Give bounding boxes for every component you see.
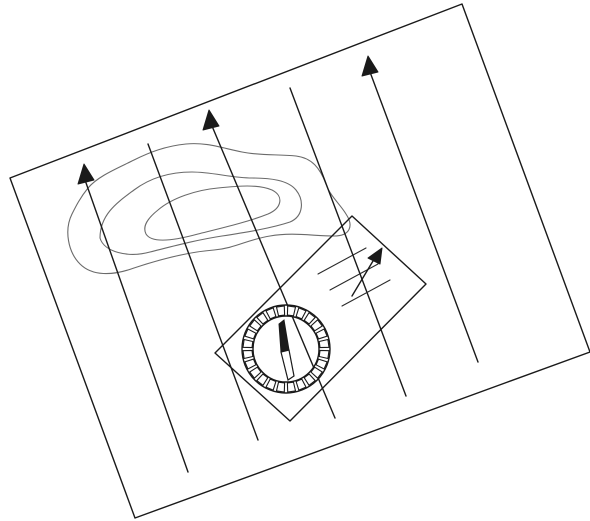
direction-of-travel-arrow-icon <box>351 247 383 297</box>
compass-bezel-segment <box>242 349 254 360</box>
compass-bezel-segment <box>303 311 317 325</box>
direction-line-3 <box>341 279 391 307</box>
compass-bezel-segment <box>248 366 262 380</box>
meridian-arrowhead-5 <box>361 55 379 77</box>
compass-bezel-segment <box>295 378 307 391</box>
direction-line-2 <box>329 263 379 291</box>
compass-bezel-segment <box>286 305 297 317</box>
compass-bezel-segment <box>286 381 297 393</box>
meridian-arrowhead-3 <box>202 109 220 131</box>
compass-bezel-segment <box>244 328 257 340</box>
compass-bezel-segment <box>310 366 324 380</box>
meridian-line-2 <box>147 143 259 441</box>
compass-bezel-segment <box>310 318 324 332</box>
direction-line-1 <box>317 247 367 275</box>
compass-bezel-segment <box>244 358 257 370</box>
compass-bezel-segment <box>318 338 330 349</box>
compass-dial <box>241 304 331 394</box>
compass-bezel-segment <box>255 311 269 325</box>
compass-bezel-outer <box>241 304 331 394</box>
contour-lines <box>67 143 351 275</box>
meridian-line-5 <box>369 71 479 363</box>
map-sheet-outline <box>9 3 590 519</box>
compass-bezel-segment <box>315 328 328 340</box>
contour-line-outer <box>67 143 351 275</box>
compass-bezel-segment <box>255 373 269 387</box>
compass-bezel-segment <box>303 373 317 387</box>
compass-bezel-segment <box>265 307 277 320</box>
meridian-arrowhead-1 <box>77 163 95 185</box>
compass-bezel-segment <box>315 358 328 370</box>
compass-bezel-ticks <box>242 305 330 393</box>
compass-bezel-segment <box>318 349 330 360</box>
compass-bezel-segment <box>248 318 262 332</box>
compass-bezel-segment <box>295 307 307 320</box>
contour-line-inner <box>144 185 281 241</box>
meridian-line-4 <box>289 87 407 397</box>
compass-bezel-segment <box>242 338 254 349</box>
contour-line-middle <box>99 171 302 255</box>
compass-bezel-segment <box>275 381 286 393</box>
meridian-line-1 <box>84 179 189 473</box>
compass-bezel-segment <box>275 305 286 317</box>
compass-bezel-segment <box>265 378 277 391</box>
compass-bezel-inner <box>252 315 320 383</box>
compass-needle-icon <box>278 319 295 381</box>
compass <box>214 215 427 422</box>
compass-baseplate <box>214 215 427 422</box>
